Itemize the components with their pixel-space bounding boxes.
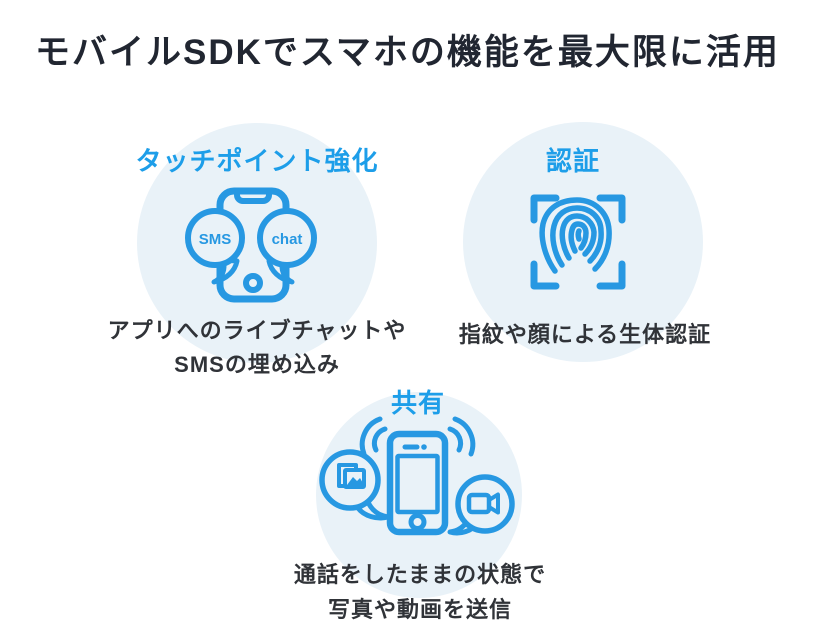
scan-frame bbox=[530, 194, 626, 290]
phone-home-button bbox=[408, 513, 427, 531]
feature-label-touchpoint: タッチポイント強化 bbox=[135, 146, 379, 176]
feature-circle-touchpoint bbox=[137, 123, 377, 363]
phone-home-button bbox=[243, 273, 263, 293]
feature-description-share: 通話をしたままの状態で 写真や動画を送信 bbox=[260, 557, 580, 627]
sms-speech-bubble: SMS bbox=[185, 208, 245, 285]
page-title: モバイルSDKでスマホの機能を最大限に活用 bbox=[35, 33, 780, 72]
description-line: SMSの埋め込み bbox=[174, 352, 340, 377]
chat-speech-bubble: chat bbox=[257, 208, 317, 285]
feature-description-touchpoint: アプリへのライブチャットや SMSの埋め込み bbox=[97, 314, 417, 382]
phone-notch bbox=[234, 188, 272, 204]
feature-label-share: 共有 bbox=[390, 388, 445, 418]
feature-description-auth: 指紋や顔による生体認証 bbox=[425, 318, 745, 352]
feature-label-auth: 認証 bbox=[545, 146, 600, 176]
sms-bubble-label: SMS bbox=[199, 231, 232, 248]
chat-bubble-label: chat bbox=[272, 231, 303, 248]
description-line: 指紋や顔による生体認証 bbox=[458, 322, 712, 347]
video-speech-bubble bbox=[447, 474, 515, 536]
fingerprint-scan-icon bbox=[530, 194, 626, 290]
phone-outline bbox=[386, 430, 449, 536]
description-line: アプリへのライブチャットや bbox=[107, 318, 407, 343]
phone-sms-chat-icon: SMS chat bbox=[185, 187, 317, 303]
phone-camera-dot bbox=[421, 444, 427, 450]
signal-waves-icon bbox=[359, 416, 476, 457]
photo-stack-icon bbox=[337, 463, 366, 489]
video-camera-icon bbox=[466, 492, 500, 515]
phone-share-media-icon bbox=[319, 416, 515, 536]
phone-screen bbox=[395, 453, 440, 515]
description-line: 写真や動画を送信 bbox=[327, 597, 512, 622]
photo-speech-bubble bbox=[319, 449, 391, 521]
description-line: 通話をしたままの状態で bbox=[293, 562, 547, 587]
fingerprint-icon bbox=[539, 197, 612, 274]
